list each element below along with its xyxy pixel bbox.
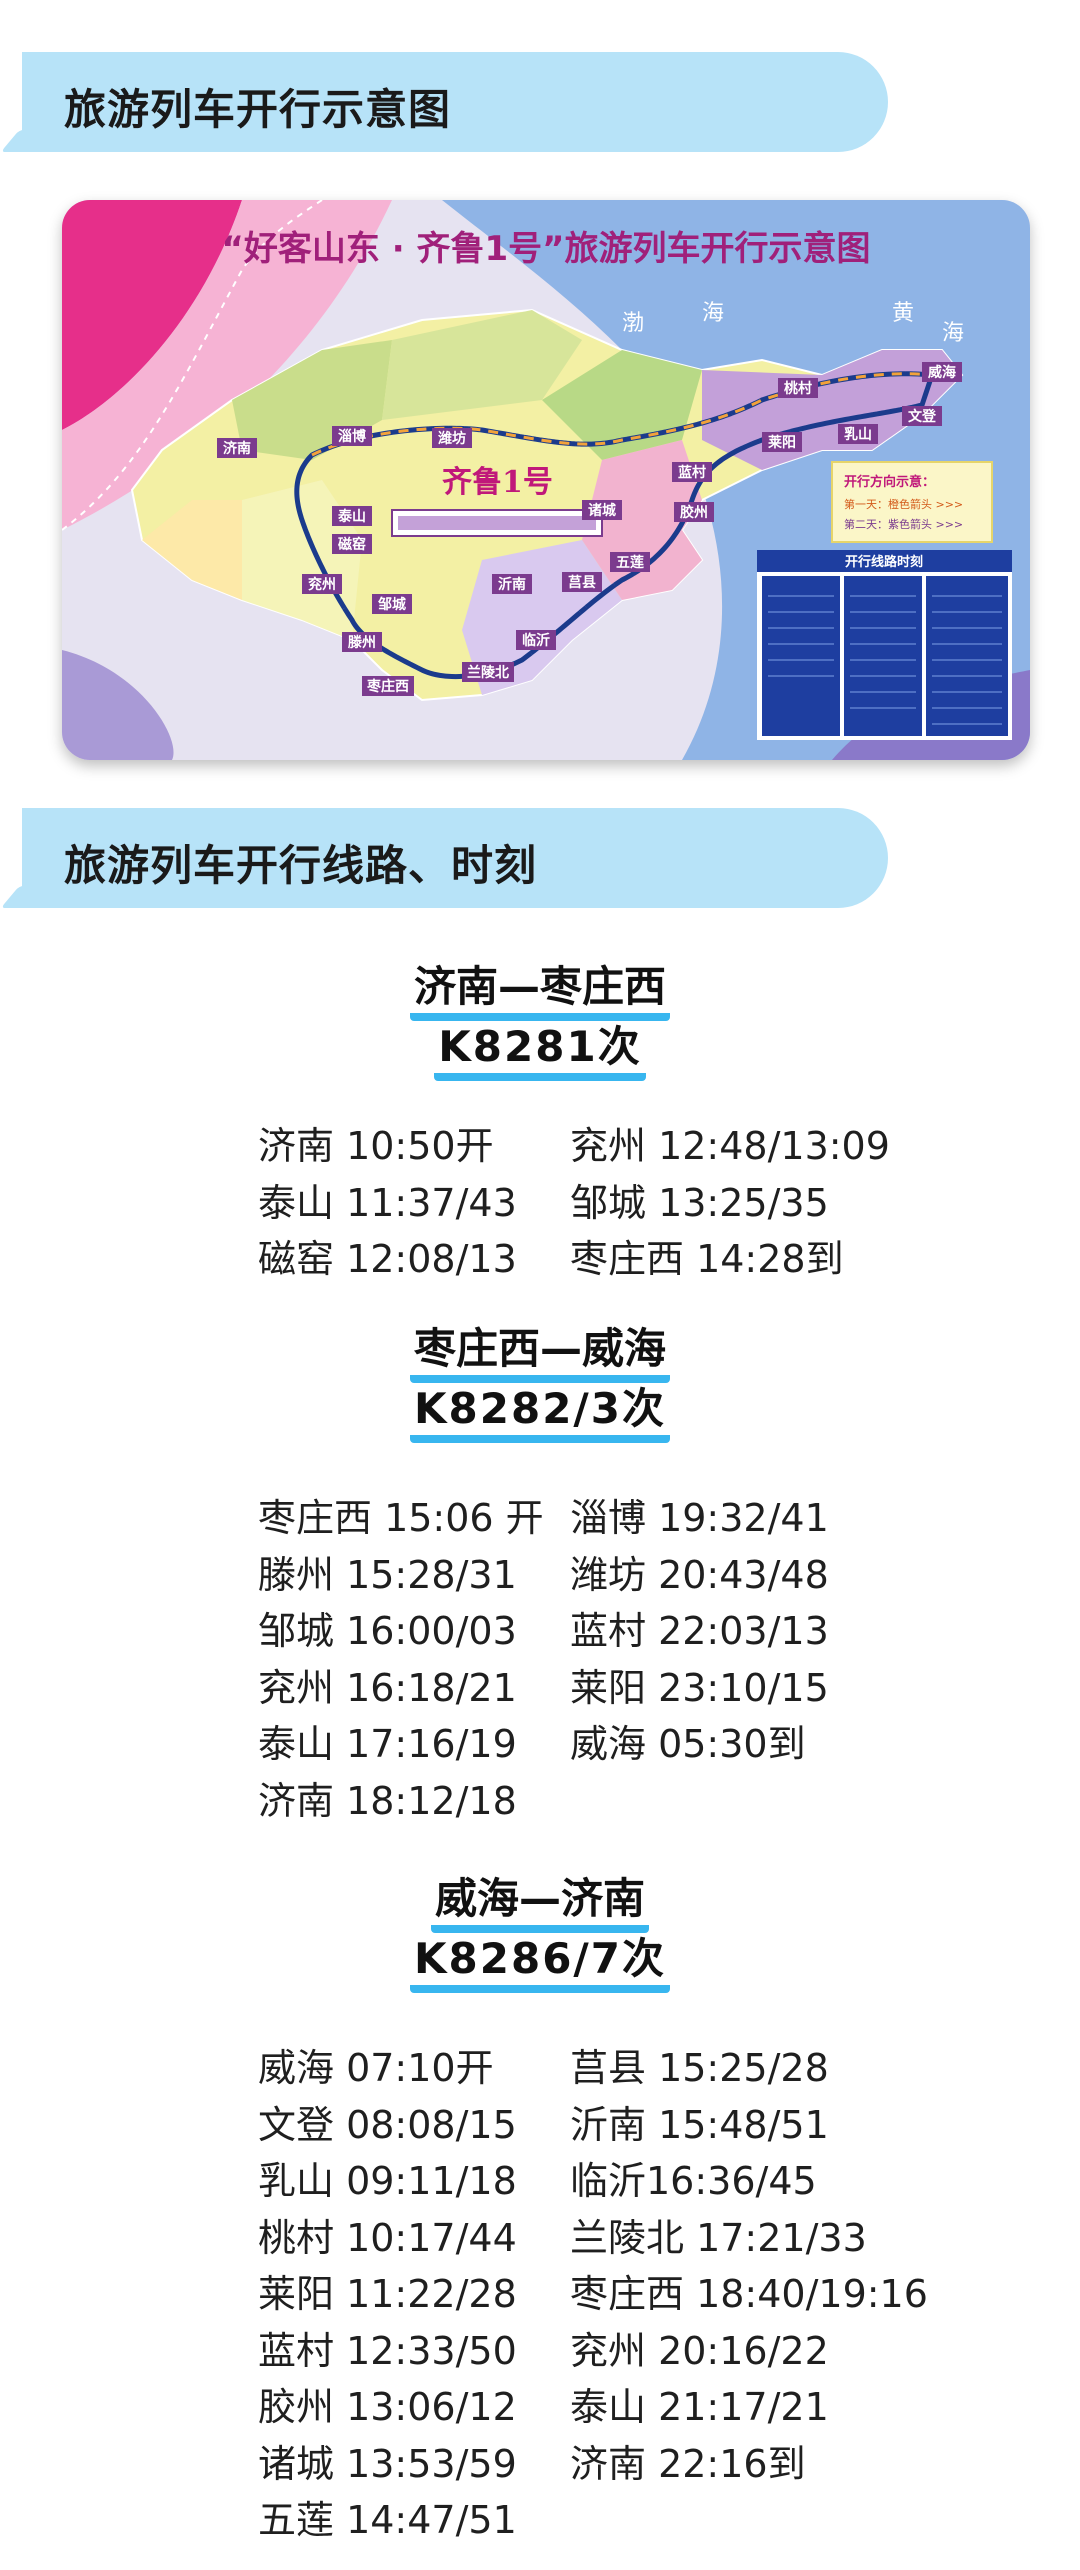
stop-time: 淄博 19:32/41 bbox=[570, 1496, 829, 1540]
stop-time: 兖州 16:18/21 bbox=[258, 1665, 517, 1710]
stop-time: 邹城 16:00/03 bbox=[258, 1609, 517, 1653]
timetable-title: 开行线路时刻 bbox=[845, 554, 923, 570]
section-title: 旅游列车开行线路、时刻 bbox=[64, 841, 538, 890]
stop-time: 滕州 15:28/31 bbox=[258, 1552, 517, 1597]
decor-dashed-line bbox=[62, 200, 323, 531]
stop-time: 桃村 10:17/44 bbox=[258, 2215, 517, 2260]
stop-time: 胶州 13:06/12 bbox=[258, 2385, 517, 2429]
route-train-number: K8282/3次 bbox=[0, 1384, 1080, 1444]
route-train-number: K8286/7次 bbox=[0, 1934, 1080, 1994]
stop-time: 泰山 11:37/43 bbox=[258, 1180, 517, 1225]
stop-time: 蓝村 22:03/13 bbox=[570, 1609, 829, 1653]
stop-time: 莒县 15:25/28 bbox=[570, 2046, 829, 2090]
stop-time: 枣庄西 14:28到 bbox=[570, 1237, 844, 1281]
station-label: 磁窑 bbox=[338, 536, 366, 553]
station-label: 五莲 bbox=[616, 554, 644, 571]
route-train-text: K8282/3次 bbox=[409, 1386, 670, 1444]
station-label: 威海 bbox=[928, 364, 956, 381]
stop-time: 莱阳 11:22/28 bbox=[258, 2272, 517, 2316]
station-label: 兖州 bbox=[308, 576, 336, 593]
stop-time: 蓝村 12:33/50 bbox=[258, 2328, 517, 2373]
route2-right-times: 淄博 19:32/41 潍坊 20:43/48 蓝村 22:03/13 莱阳 2… bbox=[570, 1490, 829, 1773]
station-label: 诸城 bbox=[588, 502, 616, 519]
station-label: 泰山 bbox=[337, 508, 366, 525]
station-label: 淄博 bbox=[338, 428, 366, 445]
route-train-text: K8281次 bbox=[434, 1024, 646, 1082]
station-label: 潍坊 bbox=[438, 430, 466, 447]
section-header-map: 旅游列车开行示意图 bbox=[22, 52, 888, 152]
route-title-text: 威海—济南 bbox=[430, 1876, 649, 1934]
stop-time: 泰山 21:17/21 bbox=[570, 2385, 829, 2429]
train-name-label: 齐鲁1号 bbox=[442, 465, 553, 500]
stop-time: 济南 18:12/18 bbox=[258, 1778, 517, 1823]
train-windows bbox=[398, 516, 596, 530]
legend-day1: 第一天：橙色箭头 >>> bbox=[844, 497, 963, 511]
sea-label-huang-2: 海 bbox=[942, 321, 964, 346]
stop-time: 诸城 13:53/59 bbox=[258, 2441, 517, 2486]
station-label: 邹城 bbox=[377, 596, 406, 613]
stop-time: 兰陵北 17:21/33 bbox=[570, 2215, 867, 2260]
decor-lightpink-shape bbox=[62, 200, 392, 530]
region-heze bbox=[142, 500, 242, 600]
route1-right-times: 兖州 12:48/13:09 邹城 13:25/35 枣庄西 14:28到 bbox=[570, 1118, 890, 1288]
stop-time: 临沂16:36/45 bbox=[570, 2159, 817, 2203]
stop-time: 威海 05:30到 bbox=[570, 1722, 806, 1766]
map-title: “好客山东 · 齐鲁1号”旅游列车开行示意图 bbox=[222, 229, 871, 269]
route-map-image: 齐鲁1号 “好客山东 · 齐鲁1号”旅游列车开行示意图 渤 海 黄 海 淄博 济… bbox=[62, 200, 1030, 760]
stop-time: 威海 07:10开 bbox=[258, 2046, 494, 2090]
stop-time: 枣庄西 15:06 开 bbox=[258, 1496, 544, 1540]
stop-time: 莱阳 23:10/15 bbox=[570, 1665, 829, 1710]
legend-title: 开行方向示意： bbox=[844, 474, 935, 490]
sea-label-bohai-1: 渤 bbox=[622, 311, 644, 336]
legend-day2: 第二天：紫色箭头 >>> bbox=[844, 517, 963, 531]
region-north bbox=[382, 310, 582, 420]
sea-label-bohai-2: 海 bbox=[702, 301, 724, 326]
stop-time: 五莲 14:47/51 bbox=[258, 2498, 517, 2542]
stop-time: 潍坊 20:43/48 bbox=[570, 1552, 829, 1597]
stop-time: 枣庄西 18:40/19:16 bbox=[570, 2272, 928, 2316]
station-label: 临沂 bbox=[522, 632, 550, 649]
route-day1-arrow bbox=[311, 372, 933, 457]
route-title-text: 枣庄西—威海 bbox=[409, 1326, 670, 1384]
route-title-text: 济南—枣庄西 bbox=[409, 964, 670, 1022]
stop-time: 济南 22:16到 bbox=[570, 2441, 806, 2486]
station-label: 济南 bbox=[223, 440, 251, 457]
route3-right-times: 莒县 15:25/28 沂南 15:48/51 临沂16:36/45 兰陵北 1… bbox=[570, 2040, 928, 2492]
stop-time: 邹城 13:25/35 bbox=[570, 1180, 829, 1225]
decor-pink-shape bbox=[62, 200, 242, 430]
route-train-text: K8286/7次 bbox=[409, 1936, 670, 1994]
sea-label-huang-1: 黄 bbox=[892, 301, 914, 326]
station-label: 沂南 bbox=[498, 576, 526, 593]
stop-time: 济南 10:50开 bbox=[258, 1124, 494, 1168]
route-title: 济南—枣庄西 bbox=[0, 962, 1080, 1022]
station-label: 蓝村 bbox=[678, 464, 706, 481]
stop-time: 泰山 17:16/19 bbox=[258, 1722, 517, 1766]
station-label: 滕州 bbox=[348, 635, 376, 651]
route3-left-times: 威海 07:10开 文登 08:08/15 乳山 09:11/18 桃村 10:… bbox=[258, 2040, 517, 2549]
station-label: 莒县 bbox=[568, 574, 596, 591]
route-title: 枣庄西—威海 bbox=[0, 1324, 1080, 1384]
decor-purple-shape bbox=[62, 650, 174, 760]
route2-left-times: 枣庄西 15:06 开 滕州 15:28/31 邹城 16:00/03 兖州 1… bbox=[258, 1490, 544, 1829]
route1-left-times: 济南 10:50开 泰山 11:37/43 磁窑 12:08/13 bbox=[258, 1118, 517, 1288]
station-label: 兰陵北 bbox=[467, 664, 509, 681]
legend-box bbox=[831, 461, 993, 543]
station-label: 枣庄西 bbox=[366, 678, 409, 695]
station-label: 桃村 bbox=[784, 380, 812, 397]
station-label: 文登 bbox=[908, 408, 937, 425]
station-label: 乳山 bbox=[844, 426, 872, 443]
station-label: 胶州 bbox=[680, 504, 708, 521]
station-label: 莱阳 bbox=[768, 434, 796, 451]
stop-time: 磁窑 12:08/13 bbox=[258, 1237, 517, 1281]
route-train-number: K8281次 bbox=[0, 1022, 1080, 1082]
stop-time: 乳山 09:11/18 bbox=[258, 2159, 517, 2203]
stop-time: 文登 08:08/15 bbox=[258, 2102, 517, 2147]
stop-time: 沂南 15:48/51 bbox=[570, 2102, 829, 2147]
section-title: 旅游列车开行示意图 bbox=[64, 85, 452, 134]
stop-time: 兖州 12:48/13:09 bbox=[570, 1124, 890, 1168]
route-title: 威海—济南 bbox=[0, 1874, 1080, 1934]
stop-time: 兖州 20:16/22 bbox=[570, 2328, 829, 2373]
section-header-routes: 旅游列车开行线路、时刻 bbox=[22, 808, 888, 908]
